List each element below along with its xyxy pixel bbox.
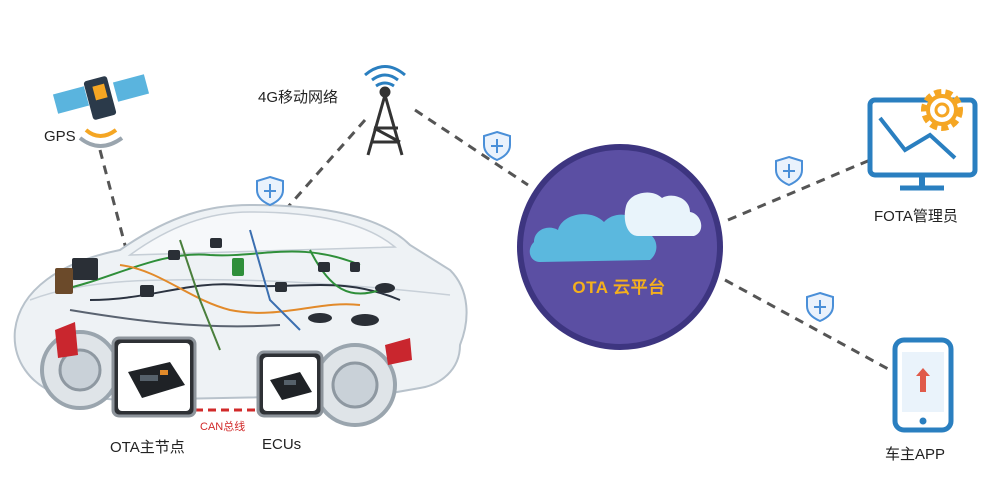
radio-tower-icon xyxy=(364,65,406,156)
link-tower-platform xyxy=(414,108,529,187)
shield-icons xyxy=(256,130,834,323)
app-label: 车主APP xyxy=(885,446,946,463)
shield-icon xyxy=(775,155,803,187)
admin-label: FOTA管理员 xyxy=(874,208,958,225)
shield-icon xyxy=(483,130,511,162)
cloud-icon xyxy=(529,192,702,262)
shield-icon xyxy=(256,175,284,207)
can-bus-label: CAN总线 xyxy=(200,421,246,433)
platform-label: OTA 云平台 xyxy=(572,278,666,297)
link-platform-app xyxy=(724,278,891,372)
link-platform-admin xyxy=(727,158,871,222)
shield-icon xyxy=(806,291,834,323)
satellite-icon xyxy=(52,74,150,148)
network-label: 4G移动网络 xyxy=(258,89,339,106)
ecu-module-icon xyxy=(256,350,324,418)
car-illustration xyxy=(13,203,468,427)
ota-main-node-module xyxy=(111,336,197,418)
ota-cloud-platform xyxy=(517,144,723,350)
ecus-label: ECUs xyxy=(262,436,302,453)
gps-label: GPS xyxy=(44,128,76,145)
monitor-gear-icon xyxy=(867,89,978,191)
main-node-label: OTA主节点 xyxy=(110,439,185,456)
smartphone-icon xyxy=(892,337,954,433)
